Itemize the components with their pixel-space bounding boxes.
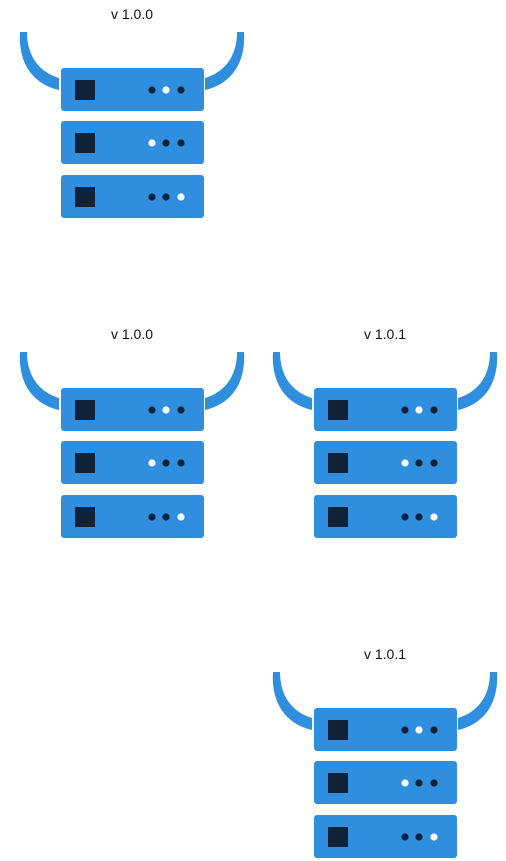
status-led-icon xyxy=(430,513,438,521)
status-led-icon xyxy=(148,513,156,521)
right-horn-icon xyxy=(205,352,245,410)
status-led-icon xyxy=(401,513,409,521)
version-label: v 1.0.1 xyxy=(363,646,407,662)
status-led-icon xyxy=(162,459,170,467)
status-led-icon xyxy=(401,779,409,787)
status-led-icon xyxy=(415,459,423,467)
status-led-icon xyxy=(415,513,423,521)
server-unit-1 xyxy=(314,388,457,431)
status-led-icon xyxy=(401,406,409,414)
left-horn-icon xyxy=(19,352,60,410)
status-led-icon xyxy=(177,459,185,467)
server-unit-2 xyxy=(61,441,204,484)
server-unit-2 xyxy=(314,441,457,484)
status-led-icon xyxy=(148,406,156,414)
status-led-icon xyxy=(162,513,170,521)
server-unit-1 xyxy=(61,68,204,111)
version-label: v 1.0.0 xyxy=(110,326,154,342)
status-led-icon xyxy=(430,833,438,841)
left-horn-icon xyxy=(272,352,312,410)
status-led-icon xyxy=(162,86,170,94)
right-horn-icon xyxy=(458,352,498,410)
status-led-icon xyxy=(401,459,409,467)
status-led-icon xyxy=(430,406,438,414)
server-unit-1 xyxy=(61,388,204,431)
status-led-icon xyxy=(148,139,156,147)
status-led-icon xyxy=(415,406,423,414)
left-horn-icon xyxy=(19,32,60,90)
left-horn-icon xyxy=(272,672,312,730)
status-led-icon xyxy=(430,726,438,734)
right-horn-icon xyxy=(458,672,498,730)
server-unit-3 xyxy=(314,815,457,858)
status-led-icon xyxy=(177,139,185,147)
server-node-3: v 1.0.1 xyxy=(270,320,500,540)
version-label: v 1.0.0 xyxy=(110,6,154,22)
status-led-icon xyxy=(430,459,438,467)
status-led-icon xyxy=(162,406,170,414)
server-rack-icon xyxy=(19,32,245,218)
status-led-icon xyxy=(162,193,170,201)
server-node-4: v 1.0.1 xyxy=(270,640,500,860)
server-unit-2 xyxy=(314,761,457,804)
status-led-icon xyxy=(415,833,423,841)
status-led-icon xyxy=(177,406,185,414)
server-rack-icon xyxy=(272,672,498,858)
status-led-icon xyxy=(162,139,170,147)
status-led-icon xyxy=(415,779,423,787)
server-unit-3 xyxy=(61,175,204,218)
server-unit-2 xyxy=(61,121,204,164)
server-unit-3 xyxy=(314,495,457,538)
status-led-icon xyxy=(401,726,409,734)
server-unit-1 xyxy=(314,708,457,751)
server-node-2: v 1.0.0 xyxy=(17,320,247,540)
server-unit-3 xyxy=(61,495,204,538)
status-led-icon xyxy=(401,833,409,841)
status-led-icon xyxy=(148,193,156,201)
status-led-icon xyxy=(177,193,185,201)
status-led-icon xyxy=(177,86,185,94)
server-node-1: v 1.0.0 xyxy=(17,0,247,220)
right-horn-icon xyxy=(205,32,245,90)
status-led-icon xyxy=(148,459,156,467)
status-led-icon xyxy=(430,779,438,787)
status-led-icon xyxy=(177,513,185,521)
version-label: v 1.0.1 xyxy=(363,326,407,342)
server-rack-icon xyxy=(19,352,245,538)
server-rack-icon xyxy=(272,352,498,538)
status-led-icon xyxy=(148,86,156,94)
status-led-icon xyxy=(415,726,423,734)
